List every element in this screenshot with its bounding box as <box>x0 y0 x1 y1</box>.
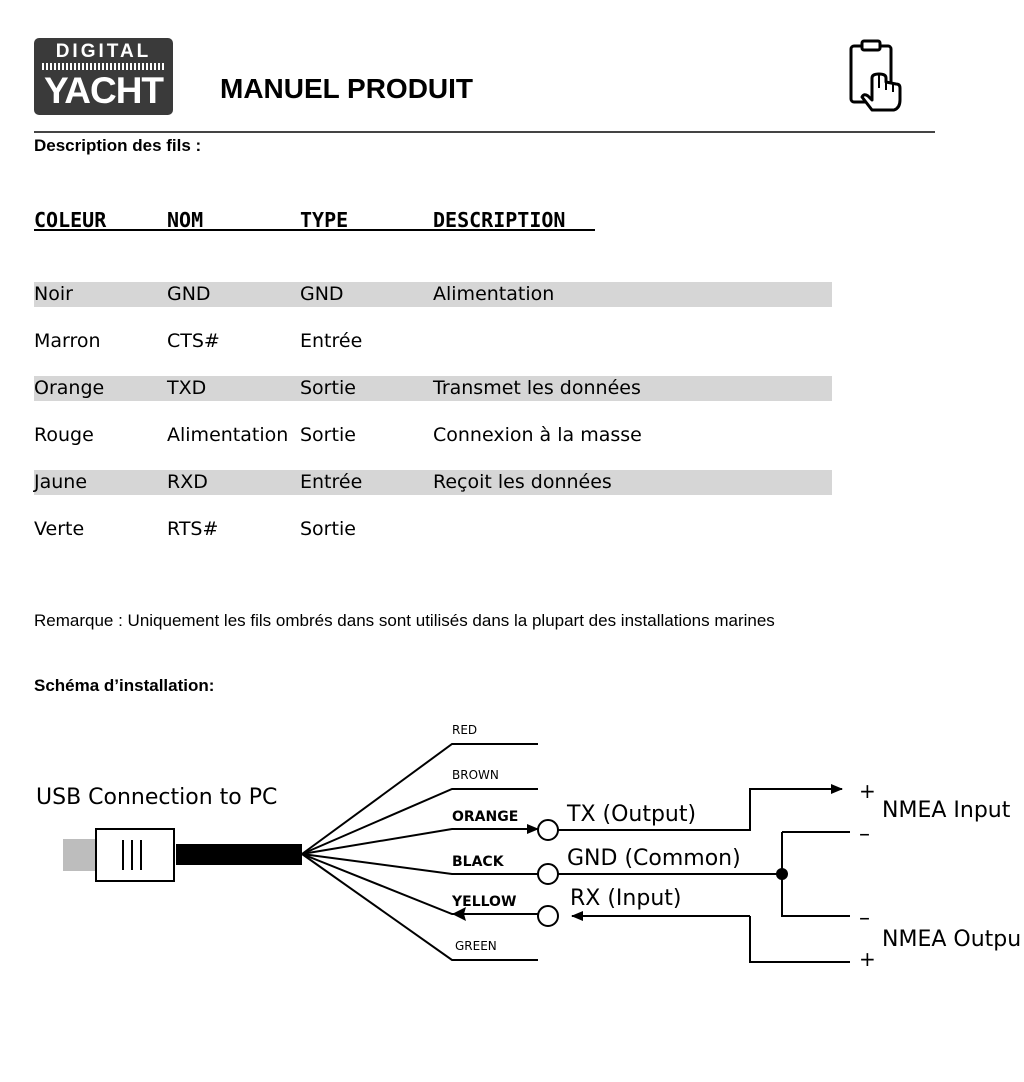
nmea-input-label: NMEA Input <box>882 798 1011 823</box>
wire-description-heading: Description des fils : <box>34 136 202 155</box>
cell-name: RTS# <box>167 518 219 540</box>
column-header-name: NOM <box>167 208 204 232</box>
cell-type: Entrée <box>300 471 363 493</box>
cell-color: Verte <box>34 518 85 540</box>
nmea-output-label: NMEA Outpu <box>882 927 1021 952</box>
rx-signal-label: RX (Input) <box>570 886 681 911</box>
logo-text-bottom: YACHT <box>43 70 164 111</box>
installation-heading: Schéma d’installation: <box>34 676 215 695</box>
cell-color: Jaune <box>34 471 88 493</box>
wiring-note: Remarque : Uniquement les fils ombrés da… <box>34 611 775 630</box>
nmea-input-plus: + <box>859 779 876 803</box>
wire-orange <box>301 824 539 855</box>
nmea-output-plus: + <box>859 947 876 971</box>
yellow-arrow-icon <box>452 907 466 921</box>
nmea-input-minus: – <box>859 822 870 847</box>
table-row: Marron CTS# Entrée <box>34 329 832 354</box>
cell-description: Transmet les données <box>433 377 641 399</box>
rx-terminal <box>537 905 559 927</box>
wire-brown <box>301 788 538 855</box>
clipboard-touch-icon <box>849 39 902 112</box>
tx-terminal <box>537 819 559 841</box>
wire-red <box>301 743 538 855</box>
wire-label-black: BLACK <box>452 854 505 870</box>
cell-type: Entrée <box>300 330 363 352</box>
wire-label-green: GREEN <box>455 939 497 953</box>
cell-type: Sortie <box>300 424 356 446</box>
cell-name: Alimentation <box>167 424 289 446</box>
column-header-underline <box>34 229 595 231</box>
cell-description: Connexion à la masse <box>433 424 642 446</box>
cell-color: Marron <box>34 330 101 352</box>
wire-label-brown: BROWN <box>452 768 499 782</box>
wire-green <box>301 853 538 961</box>
cell-description: Alimentation <box>433 283 555 305</box>
column-header-type: TYPE <box>300 208 349 232</box>
gnd-junction <box>776 868 788 880</box>
cell-name: TXD <box>167 377 207 399</box>
nmea-output-minus: – <box>859 906 870 931</box>
cell-type: Sortie <box>300 518 356 540</box>
manual-title: MANUEL PRODUIT <box>220 73 474 104</box>
table-row: Jaune RXD Entrée Reçoit les données <box>34 470 832 495</box>
cell-name: GND <box>167 283 211 305</box>
usb-cable <box>176 844 302 865</box>
gnd-branch <box>781 831 850 917</box>
cell-type: Sortie <box>300 377 356 399</box>
column-header-description: DESCRIPTION <box>433 208 566 232</box>
cell-type: GND <box>300 283 344 305</box>
gnd-signal-label: GND (Common) <box>567 846 741 871</box>
cell-color: Rouge <box>34 424 94 446</box>
table-row: Orange TXD Sortie Transmet les données <box>34 376 832 401</box>
gnd-terminal <box>537 863 559 885</box>
wire-label-yellow: YELLOW <box>451 894 516 910</box>
cell-name: RXD <box>167 471 208 493</box>
logo-barcode-strip <box>42 63 165 70</box>
wire-black <box>301 853 538 875</box>
logo-text-top: DIGITAL <box>55 41 152 62</box>
tx-signal-label: TX (Output) <box>566 802 696 827</box>
table-row: Rouge Alimentation Sortie Connexion à la ma… <box>34 423 832 448</box>
usb-plug-body <box>95 828 175 882</box>
wire-label-orange: ORANGE <box>452 809 518 825</box>
installation-diagram: USB Connection to PC RED BROWN ORANGE BL… <box>36 723 1021 971</box>
usb-plug-lines <box>122 840 142 870</box>
digital-yacht-logo: DIGITAL YACHT <box>34 38 173 115</box>
column-header-color: COLEUR <box>34 208 107 232</box>
rx-line <box>749 916 850 963</box>
usb-connection-label: USB Connection to PC <box>36 785 277 810</box>
cell-description: Reçoit les données <box>433 471 612 493</box>
header-divider <box>34 131 935 133</box>
wire-label-red: RED <box>452 723 477 737</box>
usb-plug-tip <box>63 839 97 871</box>
cell-color: Noir <box>34 283 73 305</box>
tx-line <box>558 784 843 831</box>
cell-name: CTS# <box>167 330 220 352</box>
table-row: Noir GND GND Alimentation <box>34 282 832 307</box>
table-row: Verte RTS# Sortie <box>34 517 832 542</box>
cell-color: Orange <box>34 377 105 399</box>
